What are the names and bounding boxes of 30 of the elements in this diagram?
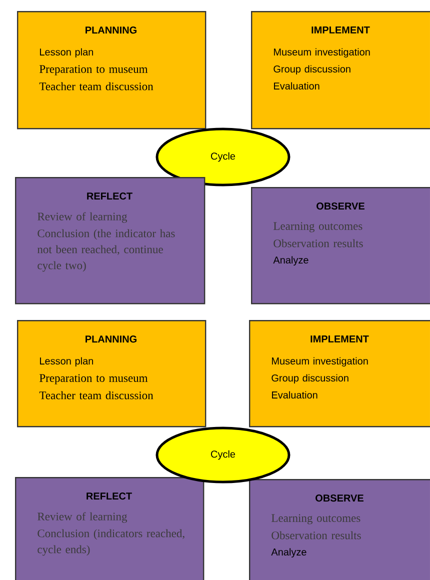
list-item: Preparation to museum: [40, 65, 148, 76]
list-item: Group discussion: [272, 374, 348, 384]
list-item: Analyze: [273, 256, 308, 266]
box-heading: REFLECT: [87, 192, 132, 200]
list-item: Museum investigation: [274, 48, 370, 58]
box-heading: REFLECT: [86, 492, 132, 500]
list-item: Group discussion: [274, 65, 350, 75]
list-item: Museum investigation: [272, 357, 368, 367]
list-item: Observation results: [272, 531, 361, 540]
list-item: Learning outcomes: [274, 222, 362, 232]
list-item: Lesson plan: [40, 357, 94, 367]
box-heading: IMPLEMENT: [312, 26, 370, 34]
list-item: Review of learning: [38, 212, 128, 223]
box-heading: PLANNING: [86, 26, 136, 34]
list-item: Preparation to museum: [40, 374, 148, 384]
list-item: Lesson plan: [40, 48, 94, 58]
list-item: Analyze: [271, 548, 306, 558]
list-item: Review of learning: [38, 512, 128, 523]
list-item: Observation results: [274, 239, 363, 248]
list-item: Evaluation: [272, 391, 318, 399]
list-item: Evaluation: [274, 82, 320, 90]
box-heading: IMPLEMENT: [310, 336, 369, 342]
list-item: Conclusion (indicators reached, cycle ends): [38, 529, 184, 556]
list-item: Conclusion (the indicator has not been reached, continue cycle two): [37, 229, 175, 272]
list-item: Learning outcomes: [272, 514, 360, 524]
box-heading: PLANNING: [86, 336, 136, 343]
box-heading: OBSERVE: [316, 202, 364, 210]
list-item: Teacher team discussion: [39, 82, 154, 90]
box-heading: OBSERVE: [316, 494, 364, 502]
list-item: Teacher team discussion: [39, 391, 154, 400]
